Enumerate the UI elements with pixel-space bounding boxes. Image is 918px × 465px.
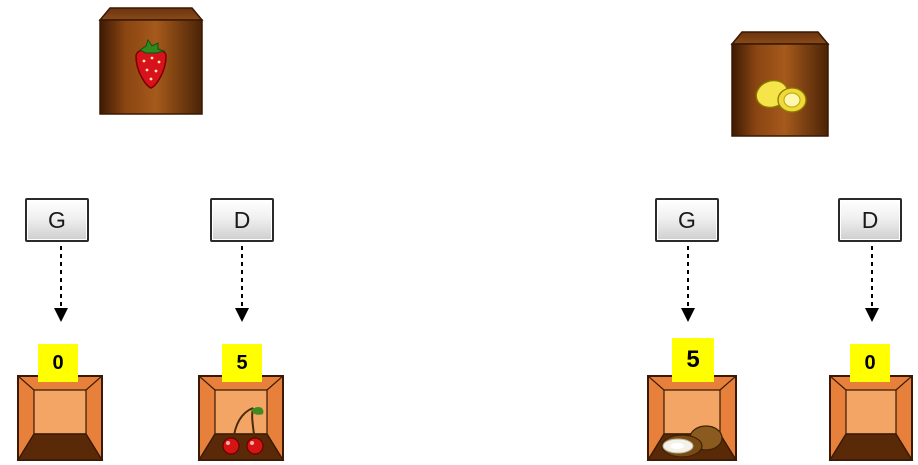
count-badge: 0: [850, 344, 890, 382]
dashed-arrow-down-icon: [232, 244, 252, 326]
key-label: D: [861, 206, 879, 233]
collection-bin-left: 0: [12, 344, 108, 462]
count-badge: 5: [222, 344, 262, 382]
dashed-arrow-down-icon: [862, 244, 882, 326]
source-box-strawberry: [96, 6, 206, 118]
cherries-icon: [222, 407, 264, 455]
trial-panel-right: G D 5: [620, 0, 918, 465]
collection-bin-left: 5: [642, 338, 742, 462]
strawberry-icon: [135, 38, 167, 89]
key-button-right[interactable]: D: [210, 198, 274, 242]
count-badge: 0: [38, 344, 78, 382]
key-label: D: [233, 206, 251, 233]
key-button-right[interactable]: D: [838, 198, 902, 242]
source-box-lemon: [730, 30, 830, 140]
count-badge: 5: [672, 338, 714, 382]
key-button-left[interactable]: G: [25, 198, 89, 242]
collection-bin-right: 0: [824, 344, 918, 462]
dashed-arrow-down-icon: [51, 244, 71, 326]
coconut-icon: [661, 425, 723, 458]
dashed-arrow-down-icon: [678, 244, 698, 326]
key-label: G: [48, 206, 66, 233]
key-button-left[interactable]: G: [655, 198, 719, 242]
collection-bin-right: 5: [193, 344, 289, 462]
lemon-icon: [755, 79, 807, 113]
key-label: G: [678, 206, 696, 233]
trial-panel-left: G D 0: [0, 0, 320, 465]
